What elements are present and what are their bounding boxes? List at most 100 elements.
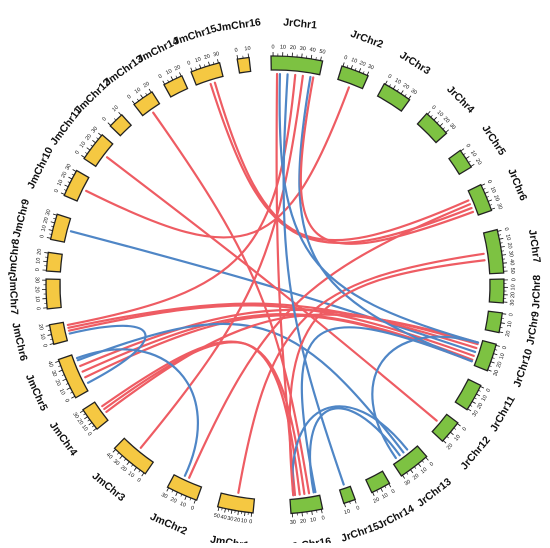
chromosome-label: JrChr12	[458, 434, 493, 472]
tick-label: 0	[502, 346, 509, 351]
tick-label: 0	[391, 489, 397, 496]
tick-label: 10	[58, 388, 66, 396]
tick-label: 40	[105, 452, 114, 461]
tick-mark	[67, 388, 71, 390]
minor-tick-mark	[124, 459, 126, 461]
tick-mark	[194, 500, 195, 504]
chromosome-block	[110, 115, 131, 136]
tick-label: 10	[56, 179, 64, 187]
tick-mark	[443, 440, 446, 443]
chromosome-block	[449, 150, 471, 174]
chromosome-block	[164, 76, 188, 97]
tick-mark	[402, 475, 404, 478]
tick-label: 30	[507, 251, 514, 258]
tick-label: 10	[504, 234, 511, 241]
tick-mark	[389, 484, 391, 487]
minor-tick-mark	[114, 118, 116, 120]
chromosome-block	[237, 57, 250, 72]
tick-mark	[426, 457, 429, 460]
tick-mark	[493, 354, 497, 355]
tick-mark	[343, 63, 344, 67]
tick-mark	[472, 401, 475, 403]
tick-mark	[179, 72, 181, 76]
tick-mark	[409, 96, 411, 99]
tick-label: 0	[190, 505, 195, 512]
chromosome-block	[46, 279, 61, 309]
tick-label: 10	[34, 296, 40, 302]
tick-label: 50	[509, 268, 515, 274]
chromosome-block	[338, 66, 368, 89]
tick-label: 40	[46, 360, 54, 368]
minor-tick-mark	[407, 472, 408, 474]
tick-label: 10	[499, 353, 507, 361]
chromosome-block	[271, 56, 323, 75]
tick-mark	[218, 507, 219, 511]
tick-label: 20	[372, 497, 380, 505]
chromosome-label: JrChr16	[291, 536, 332, 543]
tick-mark	[480, 386, 484, 388]
tick-label: 0	[53, 189, 60, 194]
tick-mark	[481, 184, 485, 186]
tick-mark	[491, 208, 495, 209]
tick-mark	[73, 169, 76, 171]
chromosome-label: JmChr10	[25, 145, 56, 191]
tick-mark	[167, 488, 169, 492]
tick-label: 30	[112, 458, 121, 467]
tick-mark	[89, 423, 92, 425]
tick-label: 10	[127, 471, 136, 479]
tick-label: 0	[126, 94, 132, 101]
minor-tick-mark	[414, 467, 416, 469]
tick-mark	[498, 230, 502, 231]
chromosome-label: JmChr16	[215, 16, 261, 34]
chromosome-label: JmChr3	[90, 470, 128, 504]
tick-label: 20	[34, 286, 40, 292]
tick-label: 0	[136, 477, 142, 484]
tick-mark	[61, 193, 65, 195]
tick-label: 0	[86, 431, 93, 437]
chromosome-block	[218, 493, 255, 513]
tick-label: 30	[160, 492, 168, 500]
tick-mark	[373, 492, 375, 496]
tick-label: 20	[36, 248, 43, 255]
synteny-link-blue	[71, 231, 475, 352]
minor-tick-mark	[137, 99, 138, 101]
tick-label: 10	[420, 467, 429, 476]
tick-label: 10	[381, 492, 389, 500]
tick-mark	[48, 335, 52, 336]
chromosome-block	[134, 92, 159, 116]
minor-tick-mark	[431, 115, 433, 117]
tick-mark	[401, 90, 403, 93]
tick-label: 20	[169, 497, 177, 505]
tick-label: 10	[453, 434, 462, 443]
tick-mark	[47, 238, 51, 239]
tick-mark	[491, 362, 495, 363]
tick-label: 10	[350, 57, 358, 65]
tick-mark	[208, 62, 209, 66]
tick-label: 20	[85, 133, 94, 142]
tick-label: 20	[474, 158, 482, 166]
tick-mark	[59, 370, 63, 371]
chromosome-block	[417, 113, 446, 142]
chromosome-label: JrChr14	[375, 503, 416, 532]
tick-label: 30	[213, 51, 220, 58]
chromosome-label: JmChr2	[148, 511, 189, 538]
tick-mark	[46, 326, 50, 327]
tick-mark	[312, 511, 313, 515]
chromosome-label: JrChr2	[349, 28, 385, 51]
tick-label: 20	[290, 45, 297, 51]
tick-label: 0	[39, 234, 45, 238]
tick-mark	[476, 394, 480, 396]
tick-mark	[63, 379, 67, 381]
tick-mark	[381, 488, 383, 492]
